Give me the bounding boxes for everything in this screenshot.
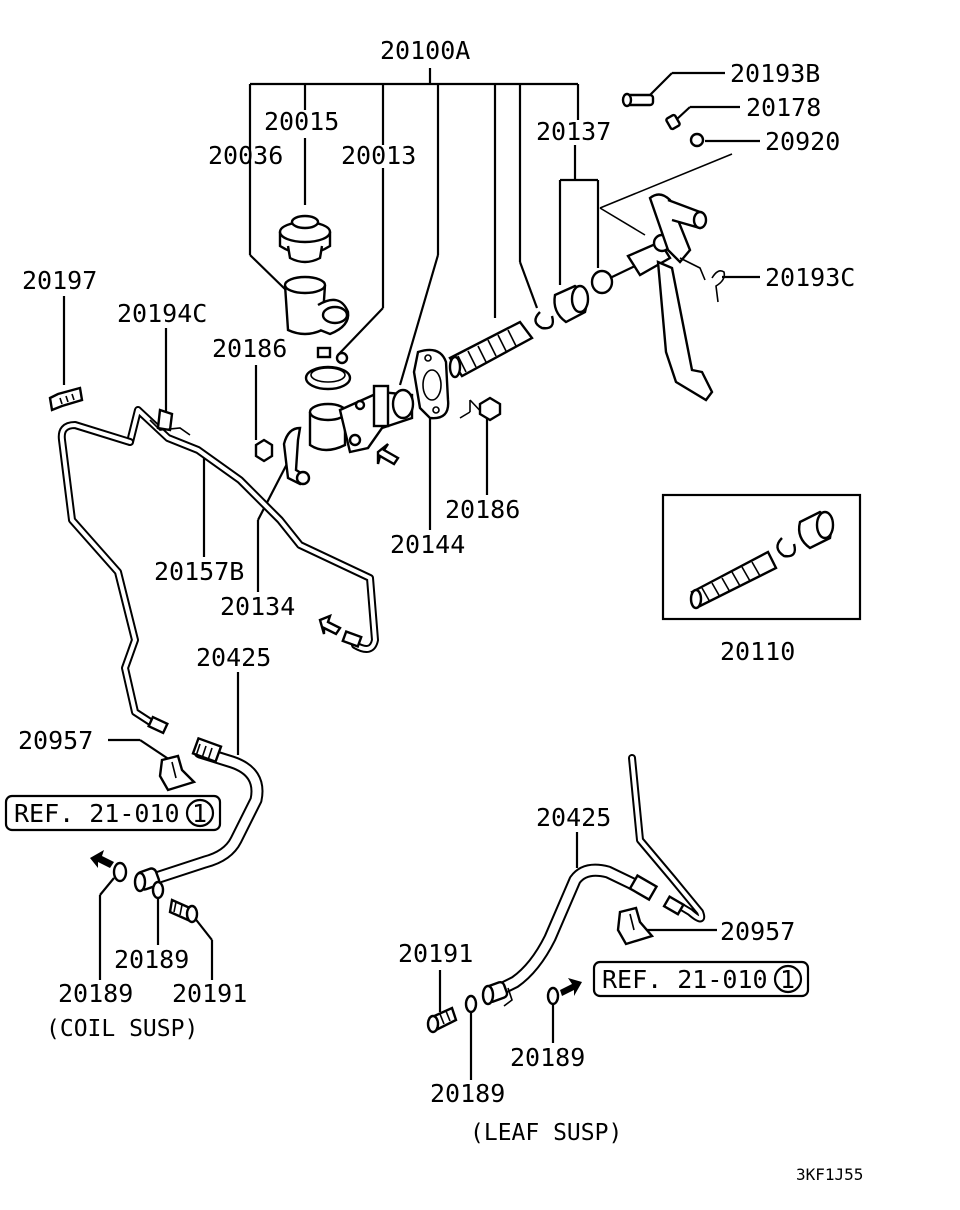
label-20425-coil: 20425	[196, 643, 271, 672]
label-20015: 20015	[264, 107, 339, 136]
label-20186-left: 20186	[212, 334, 287, 363]
washers-left	[112, 861, 165, 900]
label-20957-leaf: 20957	[720, 917, 795, 946]
washers-right	[464, 986, 560, 1014]
label-20157b: 20157B	[154, 557, 244, 586]
label-20191-coil: 20191	[172, 979, 247, 1008]
ref-leaf-number: 1	[780, 965, 795, 994]
leaf-susp-note: (LEAF SUSP)	[470, 1120, 622, 1146]
label-20425-leaf: 20425	[536, 803, 611, 832]
flange-gasket	[412, 348, 450, 420]
label-20189-coil-middle: 20189	[114, 945, 189, 974]
coil-susp-note: (COIL SUSP)	[46, 1016, 198, 1042]
label-20144: 20144	[390, 530, 465, 559]
pin-20193b	[621, 92, 655, 108]
label-20189-coil: 20189	[58, 979, 133, 1008]
ref-box-leaf: REF. 21-010 1	[592, 960, 810, 998]
label-20100a: 20100A	[380, 36, 470, 65]
repair-kit-inset	[661, 493, 862, 621]
clutch-pipe-20157b	[57, 406, 379, 735]
ref-coil-number: 1	[192, 799, 207, 828]
label-20957-coil: 20957	[18, 726, 93, 755]
label-20137: 20137	[536, 117, 611, 146]
part-labels: 20100A 20015 20036 20013 20137 20193B 20…	[18, 36, 863, 1184]
union-bolt-20191-right	[426, 1006, 458, 1034]
union-bolt-20191-left	[168, 898, 199, 924]
leader-lines	[62, 68, 760, 1080]
label-20178: 20178	[746, 93, 821, 122]
bolt-20197	[48, 386, 84, 412]
label-20193b: 20193B	[730, 59, 820, 88]
label-20197: 20197	[22, 266, 97, 295]
clip-20957-right	[616, 906, 655, 946]
master-cylinder-body	[308, 384, 415, 454]
direction-arrows	[90, 443, 582, 996]
ref-box-coil: REF. 21-010 1	[4, 794, 222, 832]
clevis-pushrod	[590, 233, 672, 295]
label-20194c: 20194C	[117, 299, 207, 328]
reservoir	[283, 275, 350, 336]
reservoir-cap	[278, 214, 332, 264]
nut-20186-left	[254, 438, 274, 463]
label-20189-leaf: 20189	[430, 1079, 505, 1108]
washer-20920	[689, 132, 705, 148]
label-20186-right: 20186	[445, 495, 520, 524]
label-20013: 20013	[341, 141, 416, 170]
bushing-20178	[665, 113, 681, 131]
clutch-hose-leaf	[481, 754, 706, 1007]
reservoir-clamp	[304, 346, 352, 391]
nut-20186-right	[478, 396, 502, 422]
label-20134: 20134	[220, 592, 295, 621]
dust-boot-pushrod	[448, 320, 534, 379]
label-20920: 20920	[765, 127, 840, 156]
label-20193c: 20193C	[765, 263, 855, 292]
bracket-20134	[282, 426, 311, 486]
piston-cup	[553, 284, 590, 324]
pipe-clip-20194c	[149, 408, 191, 436]
ref-coil-text: REF. 21-010	[14, 799, 180, 828]
clip-20957-left	[158, 754, 197, 792]
ref-leaf-text: REF. 21-010	[602, 965, 768, 994]
clutch-pedal	[648, 193, 714, 402]
label-20191-leaf: 20191	[398, 939, 473, 968]
clip-20193c	[711, 270, 726, 303]
clutch-hose-coil	[133, 736, 264, 893]
label-20036: 20036	[208, 141, 283, 170]
label-20110: 20110	[720, 637, 795, 666]
drawing-code: 3KF1J55	[796, 1165, 863, 1184]
snap-ring	[534, 311, 555, 330]
label-20189-leaf-right: 20189	[510, 1043, 585, 1072]
